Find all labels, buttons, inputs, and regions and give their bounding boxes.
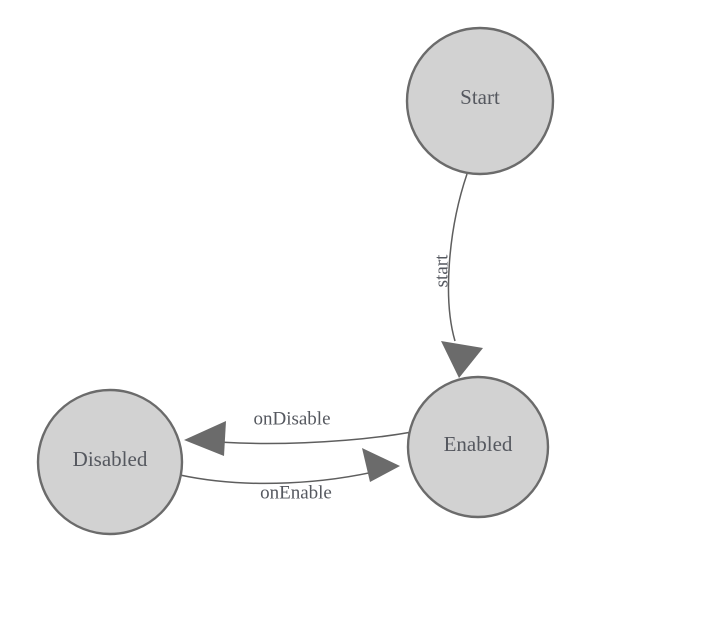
node-enabled[interactable]: Enabled bbox=[406, 375, 550, 519]
edge-disabled-to-enabled[interactable]: onEnable bbox=[179, 448, 400, 503]
edge-disabled-to-enabled-label: onEnable bbox=[260, 482, 332, 503]
edge-enabled-to-disabled-label: onDisable bbox=[253, 408, 330, 429]
node-disabled[interactable]: Disabled bbox=[36, 388, 184, 536]
edge-enabled-to-disabled-path bbox=[195, 431, 413, 445]
edge-start-to-enabled-arrowhead bbox=[441, 341, 483, 378]
node-start-circle bbox=[405, 26, 555, 176]
edge-start-to-enabled-path bbox=[447, 173, 468, 342]
node-disabled-label: Disabled bbox=[73, 447, 148, 471]
node-enabled-circle bbox=[406, 375, 550, 519]
node-enabled-label: Enabled bbox=[444, 432, 513, 456]
edge-enabled-to-disabled[interactable]: onDisable bbox=[184, 408, 413, 456]
node-start-label: Start bbox=[460, 85, 500, 109]
node-start[interactable]: Start bbox=[405, 26, 555, 176]
edge-start-to-enabled-label: start bbox=[431, 254, 452, 287]
edge-disabled-to-enabled-path bbox=[179, 468, 387, 485]
node-disabled-circle bbox=[36, 388, 184, 536]
edge-start-to-enabled[interactable]: start bbox=[431, 173, 483, 378]
edge-enabled-to-disabled-arrowhead bbox=[184, 421, 226, 456]
edge-disabled-to-enabled-arrowhead bbox=[362, 448, 400, 482]
